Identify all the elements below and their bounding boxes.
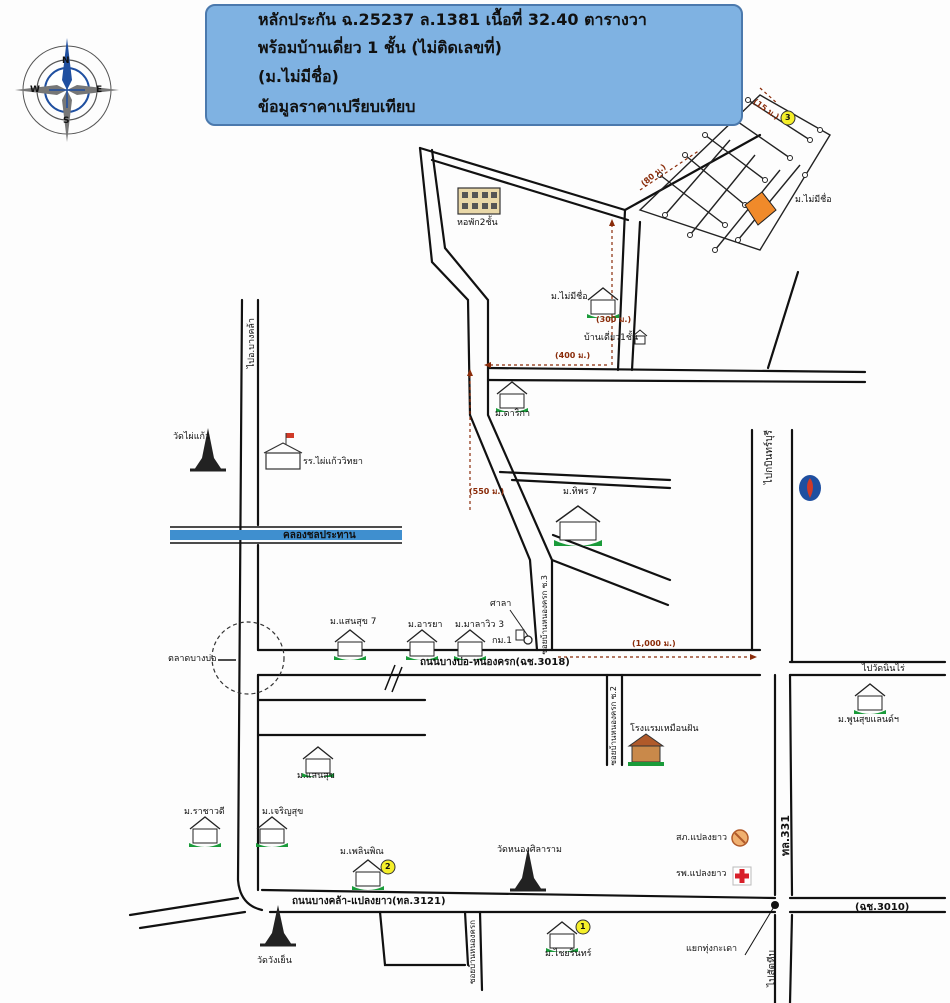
road-label-to-watnintrai: ไปวัดนินไร่ <box>862 664 905 674</box>
legend-collateral-line2: พร้อมบ้านเดี่ยว 1 ชั้น (ไม่ติดเลขที่) <box>258 38 502 57</box>
legend-collateral-line1: หลักประกัน ฉ.25237 ล.1381 เนื้อที่ 32.40… <box>258 10 647 29</box>
place-hotel: โรงแรมเหมือนฝัน <box>630 724 699 734</box>
canal-label: คลองชลประทาน <box>283 530 356 541</box>
distance-300m: (300 ม.) <box>596 315 632 324</box>
km-post-icon <box>515 629 525 641</box>
temple-icon <box>260 905 296 947</box>
temple-icon <box>190 428 226 472</box>
place-wat-nong-sila: วัดหนองศิลาราม <box>497 845 562 855</box>
place-saensuk7: ม.แสนสุข 7 <box>330 617 377 627</box>
comparison-marker <box>380 859 396 875</box>
compass-s: S <box>63 116 70 126</box>
road-label-soi3: ซอยบ้านหนองครก ซ.3 <box>540 575 549 655</box>
place-araya: ม.อารยา <box>408 620 443 630</box>
compass-n: N <box>62 56 70 66</box>
arrow-heads <box>467 219 757 660</box>
sala-pointer <box>509 609 529 637</box>
comparison-marker <box>575 919 591 935</box>
legend-box <box>205 4 743 126</box>
road-label-3010: (ฉช.3010) <box>855 902 910 913</box>
road-label-3018: ถนนบางบ่อ-หนองครก(ฉช.3018) <box>420 657 570 668</box>
place-police: สภ.แปลงยาว <box>676 833 728 843</box>
distance-arrows <box>469 87 779 658</box>
marker-2: 2 <box>385 862 391 871</box>
comparison-marker <box>780 110 796 126</box>
compass-w: W <box>30 85 40 95</box>
legend-collateral-line3: (ม.ไม่มีชื่อ) <box>258 67 339 86</box>
dormitory-icon <box>457 187 501 215</box>
road-label-to-kabinburi: ไปกบินทร์บุรี <box>764 430 775 485</box>
place-phuksuk: ม.พูนสุขแลนด์ฯ <box>838 715 899 725</box>
place-malawi3: ม.มาลาวิว 3 <box>455 620 505 630</box>
place-saensuk: ม.แสนสุข <box>297 771 335 781</box>
compass-rose <box>15 38 119 142</box>
distance-550m: (550 ม.) <box>469 487 505 496</box>
market-area-circle <box>211 621 285 695</box>
police-icon <box>731 829 749 847</box>
road-label-to-sattahip: ไปสัตหีบ <box>767 950 778 987</box>
road-label-soi-lower: ซอยบ้านหนองครก <box>468 920 477 984</box>
hotel-icon <box>627 733 665 766</box>
place-chaiyarin: ม.ไชยรินทร์ <box>545 949 592 959</box>
canal <box>170 526 402 544</box>
place-wat-wang-yen: วัดวังเย็น <box>257 956 292 966</box>
place-rachawadee: ม.ราชาวดี <box>184 807 225 817</box>
bridge-mark <box>384 664 403 693</box>
road-network <box>128 133 947 1003</box>
road-label-3121: ถนนบางคล้า-แปลงยาว(ทล.3121) <box>292 896 446 907</box>
small-house-icon <box>632 329 648 345</box>
place-single-house: บ้านเดี่ยว1ชั้น <box>584 333 639 343</box>
road-label-tl331: ทล.331 <box>779 815 792 857</box>
place-talat-bangbo: ตลาดบางบ่อ <box>168 654 217 664</box>
junction-label: แยกทุ่งกะเดา <box>686 944 738 954</box>
distance-1000m: (1,000 ม.) <box>632 639 676 648</box>
marker-1: 1 <box>580 922 586 931</box>
temple-icon <box>510 848 546 892</box>
place-darika: ม.ดาริกา <box>495 409 531 419</box>
road-label-soi2: ซอยบ้านหนองครก ซ.2 <box>609 686 618 766</box>
place-dormitory: หอพัก2ชั้น <box>457 218 498 228</box>
place-mai-mi-chue-top: ม.ไม่มีชื่อ <box>795 195 832 205</box>
place-phai-kaeo-school: รร.ไผ่แก้ววิทยา <box>303 457 363 467</box>
marker-3: 3 <box>785 113 791 122</box>
place-wat-phai-kaeo: วัดไผ่แก้ว <box>173 432 211 442</box>
place-mai-mi-chue-mid: ม.ไม่มีชื่อ <box>551 292 588 302</box>
compass-e: E <box>96 85 103 95</box>
school-icon <box>263 433 303 470</box>
place-phoenphin: ม.เพลินพิณ <box>340 847 384 857</box>
place-hospital: รพ.แปลงยาว <box>676 869 727 879</box>
distance-400m: (400 ม.) <box>555 351 591 360</box>
legend-comparison-line: ข้อมูลราคาเปรียบเทียบ <box>258 97 416 116</box>
place-km1: กม.1 <box>492 636 512 646</box>
subdivision-grid <box>638 94 831 251</box>
road-label-to-bangkla: ไปอ.บางคล้า <box>247 318 257 369</box>
housing-estates <box>189 287 886 952</box>
junction-pointer <box>744 904 776 956</box>
place-charoensuk: ม.เจริญสุข <box>262 807 304 817</box>
hospital-icon <box>732 866 752 886</box>
collateral-plot <box>744 191 777 226</box>
gas-station-icon <box>799 475 821 501</box>
sala-icon <box>523 635 533 645</box>
place-thitiporn7: ม.ทิพร 7 <box>563 487 598 497</box>
place-sala: ศาลา <box>490 599 512 609</box>
